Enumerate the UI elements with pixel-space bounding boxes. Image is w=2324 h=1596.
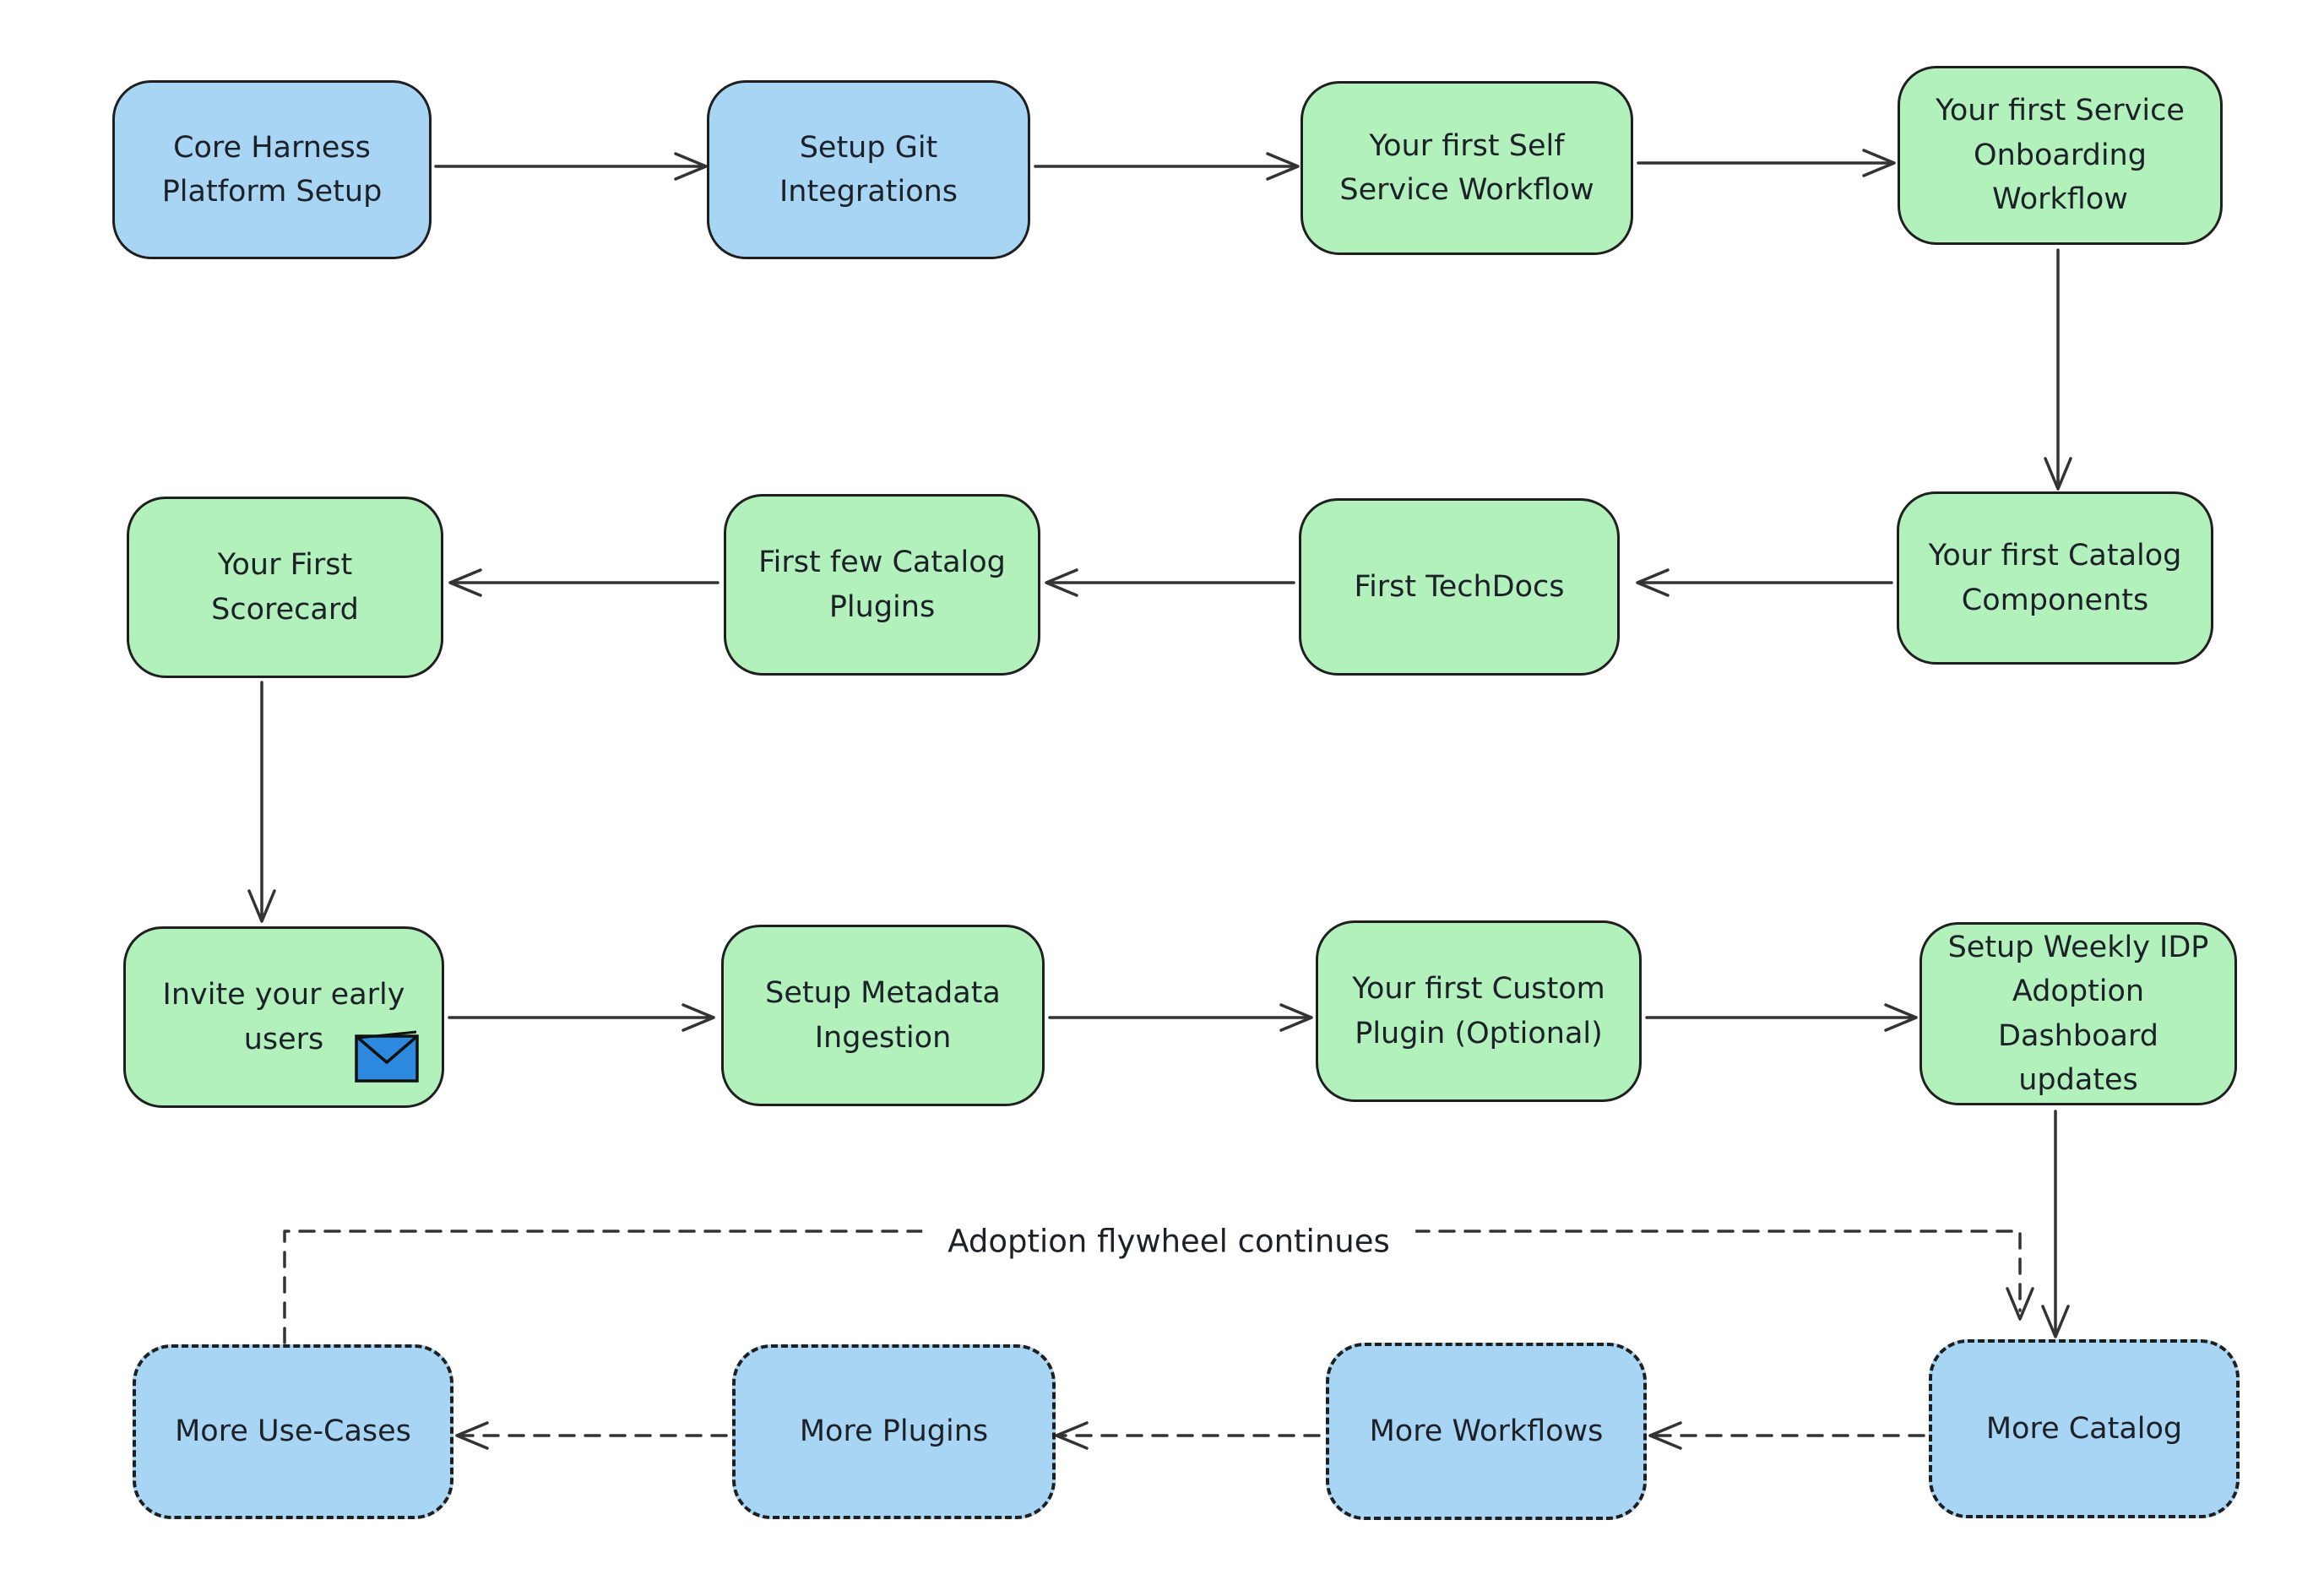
node-more-use-cases: More Use-Cases xyxy=(133,1344,453,1519)
node-label: First TechDocs xyxy=(1354,569,1565,604)
node-first-techdocs: First TechDocs xyxy=(1299,498,1620,676)
node-label: More Catalog xyxy=(1985,1411,2183,1446)
node-label: Your first Self Service Workflow xyxy=(1339,128,1594,208)
node-label: Setup Git Integrations xyxy=(779,130,958,209)
node-core-harness-platform-setup: Core Harness Platform Setup xyxy=(112,80,432,259)
node-label: First few Catalog Plugins xyxy=(758,546,1006,624)
node-invite-early-users: Invite your early users xyxy=(123,926,444,1108)
node-label: Core Harness Platform Setup xyxy=(161,130,383,209)
node-label: Your First Scorecard xyxy=(211,548,359,627)
node-first-self-service-workflow: Your first Self Service Workflow xyxy=(1300,81,1633,255)
node-more-workflows: More Workflows xyxy=(1326,1343,1647,1520)
node-first-custom-plugin: Your first Custom Plugin (Optional) xyxy=(1316,920,1642,1102)
node-label: Setup Metadata Ingestion xyxy=(765,976,1001,1055)
node-label: More Workflows xyxy=(1369,1414,1604,1448)
node-setup-metadata-ingestion: Setup Metadata Ingestion xyxy=(721,925,1045,1106)
node-setup-weekly-idp-dashboard: Setup Weekly IDP Adoption Dashboard upda… xyxy=(1919,922,2237,1105)
node-label: Your first Service Onboarding Workflow xyxy=(1936,94,2185,217)
node-label: Your first Custom Plugin (Optional) xyxy=(1352,972,1605,1050)
node-label: More Plugins xyxy=(799,1414,989,1449)
node-label: Setup Weekly IDP Adoption Dashboard upda… xyxy=(1947,930,2209,1098)
node-first-service-onboarding-workflow: Your first Service Onboarding Workflow xyxy=(1898,66,2223,245)
node-first-catalog-components: Your first Catalog Components xyxy=(1897,491,2213,665)
node-label: Your first Catalog Components xyxy=(1928,539,2182,617)
envelope-icon xyxy=(355,1030,419,1083)
node-first-few-catalog-plugins: First few Catalog Plugins xyxy=(724,494,1040,676)
node-more-plugins: More Plugins xyxy=(732,1344,1056,1519)
flywheel-label: Adoption flywheel continues xyxy=(922,1221,1415,1262)
node-setup-git-integrations: Setup Git Integrations xyxy=(707,80,1030,259)
flywheel-arrowhead xyxy=(2006,1287,2034,1321)
node-first-scorecard: Your First Scorecard xyxy=(127,497,443,678)
node-label: More Use-Cases xyxy=(175,1414,411,1449)
node-more-catalog: More Catalog xyxy=(1929,1339,2240,1518)
node-label: Invite your early users xyxy=(162,978,405,1056)
